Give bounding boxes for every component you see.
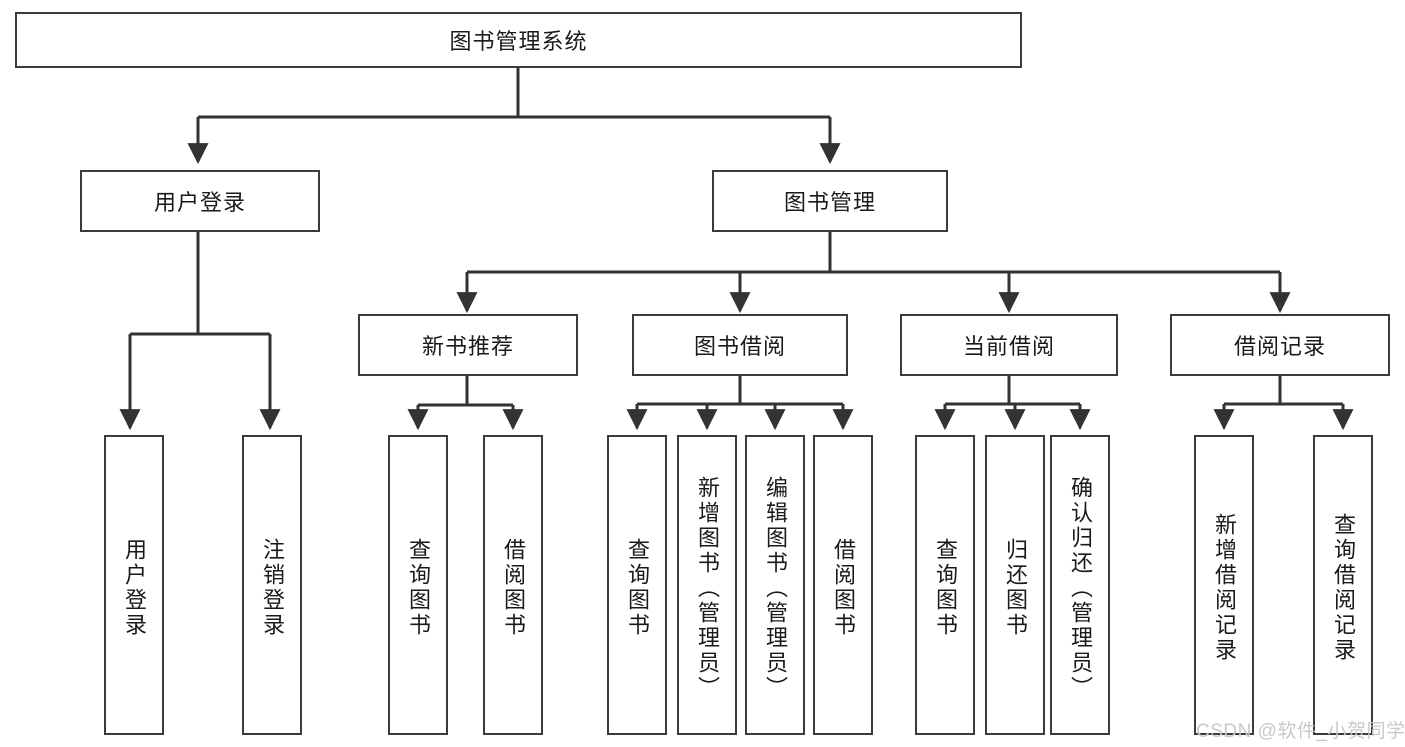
watermark: CSDN @软件_小贺同学 bbox=[1196, 721, 1405, 742]
leaf-borrow-edit-book[interactable]: 编辑图书（管理员） bbox=[745, 435, 805, 735]
leaf-current-return-book[interactable]: 归还图书 bbox=[985, 435, 1045, 735]
leaf-current-confirm-return[interactable]: 确认归还（管理员） bbox=[1050, 435, 1110, 735]
leaf-record-add[interactable]: 新增借阅记录 bbox=[1194, 435, 1254, 735]
leaf-new-book-query[interactable]: 查询图书 bbox=[388, 435, 448, 735]
node-root-system[interactable]: 图书管理系统 bbox=[15, 12, 1022, 68]
node-user-login[interactable]: 用户登录 bbox=[80, 170, 320, 232]
node-new-book-recommend[interactable]: 新书推荐 bbox=[358, 314, 578, 376]
node-book-management[interactable]: 图书管理 bbox=[712, 170, 948, 232]
node-borrow-record[interactable]: 借阅记录 bbox=[1170, 314, 1390, 376]
leaf-borrow-borrow-book[interactable]: 借阅图书 bbox=[813, 435, 873, 735]
leaf-borrow-query-book[interactable]: 查询图书 bbox=[607, 435, 667, 735]
node-current-borrow[interactable]: 当前借阅 bbox=[900, 314, 1118, 376]
node-book-borrow[interactable]: 图书借阅 bbox=[632, 314, 848, 376]
leaf-new-book-borrow[interactable]: 借阅图书 bbox=[483, 435, 543, 735]
leaf-current-query-book[interactable]: 查询图书 bbox=[915, 435, 975, 735]
leaf-borrow-add-book[interactable]: 新增图书（管理员） bbox=[677, 435, 737, 735]
leaf-user-login-logout[interactable]: 注销登录 bbox=[242, 435, 302, 735]
leaf-record-query[interactable]: 查询借阅记录 bbox=[1313, 435, 1373, 735]
leaf-user-login-login[interactable]: 用户登录 bbox=[104, 435, 164, 735]
